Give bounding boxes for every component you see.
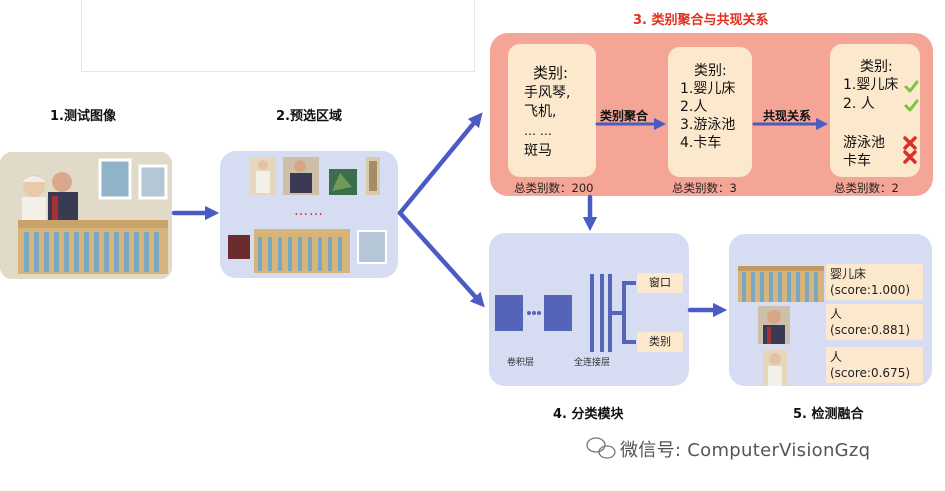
result-1: 婴儿床 (score:1.000) — [826, 264, 923, 300]
category-card-aggregated — [668, 47, 752, 177]
conv-block-1 — [495, 295, 523, 331]
conv-block-2 — [544, 295, 572, 331]
fc-branch — [612, 281, 636, 344]
test-image — [0, 152, 172, 279]
card3-line3: 2. 人 — [843, 96, 875, 112]
result-person1-thumb — [758, 306, 790, 344]
classifier-network — [495, 274, 612, 352]
fc-bar-3 — [608, 274, 612, 352]
card1-line5: 斑马 — [524, 143, 552, 159]
card2-line1: 类别: — [694, 63, 727, 79]
conv-dot-1 — [527, 311, 531, 315]
conv-layer-label: 卷积层 — [507, 358, 535, 368]
result-2-label: 人 — [830, 307, 843, 321]
stage5-label: 5. 检测融合 — [793, 407, 864, 422]
result-1-score: (score:1.000) — [830, 283, 911, 297]
cross-icon — [903, 136, 917, 150]
category-card-cooccurrence — [830, 44, 920, 177]
card3-line1: 类别: — [860, 59, 893, 75]
class-output-box: 类别 — [637, 332, 683, 352]
card3-line5: 卡车 — [843, 153, 871, 169]
arrow-regions-to-classifier — [397, 210, 485, 308]
category-card-all — [508, 44, 596, 177]
result-crib-thumb — [738, 266, 824, 302]
result-person2-thumb — [763, 350, 787, 386]
check-icon — [904, 99, 919, 112]
card1-line1: 类别: — [533, 64, 569, 82]
stage3-title: 3. 类别聚合与共现关系 — [633, 13, 769, 28]
card1-line2: 手风琴, — [524, 85, 571, 101]
card3-line4: 游泳池 — [843, 135, 885, 151]
conv-dot-2 — [532, 311, 536, 315]
stage4-label: 4. 分类模块 — [553, 407, 624, 422]
card2-line3: 2.人 — [680, 99, 708, 115]
result-3-score: (score:0.675) — [830, 366, 911, 380]
window-output-box: 窗口 — [637, 273, 683, 293]
cooccur-arrow-label: 共现关系 — [763, 109, 812, 123]
card2-line4: 3.游泳池 — [680, 117, 736, 133]
result-2-score: (score:0.881) — [830, 323, 911, 337]
result-3-label: 人 — [830, 350, 843, 364]
arrow-regions-to-aggregation — [397, 112, 483, 216]
top-empty-frame — [81, 0, 475, 72]
card1-line3: 飞机, — [524, 104, 557, 120]
fc-bar-2 — [600, 274, 604, 352]
result-2: 人 (score:0.881) — [826, 304, 923, 340]
region-proposals-panel: …… — [220, 151, 398, 278]
stage2-label: 2.预选区域 — [276, 109, 342, 124]
card3-line2: 1.婴儿床 — [843, 77, 899, 93]
conv-dot-3 — [537, 311, 541, 315]
result-3: 人 (score:0.675) — [826, 347, 923, 383]
region-ellipsis: …… — [294, 203, 324, 219]
fc-layer-label: 全连接层 — [574, 358, 611, 368]
card1-line4: … … — [524, 124, 552, 138]
fc-bar-1 — [590, 274, 594, 352]
card2-line5: 4.卡车 — [680, 135, 722, 151]
card2-line2: 1.婴儿床 — [680, 81, 736, 97]
card2-total: 总类别数：3 — [672, 181, 737, 195]
check-icon — [904, 80, 919, 93]
cross-icon — [903, 150, 917, 164]
aggregate-arrow-label: 类别聚合 — [600, 109, 649, 123]
card3-total: 总类别数：2 — [834, 181, 899, 195]
watermark: 微信号: ComputerVisionGzq — [620, 440, 871, 461]
wechat-icon — [586, 437, 616, 459]
card1-total: 总类别数：200 — [514, 181, 594, 195]
stage1-label: 1.测试图像 — [50, 109, 116, 124]
result-1-label: 婴儿床 — [830, 267, 867, 281]
